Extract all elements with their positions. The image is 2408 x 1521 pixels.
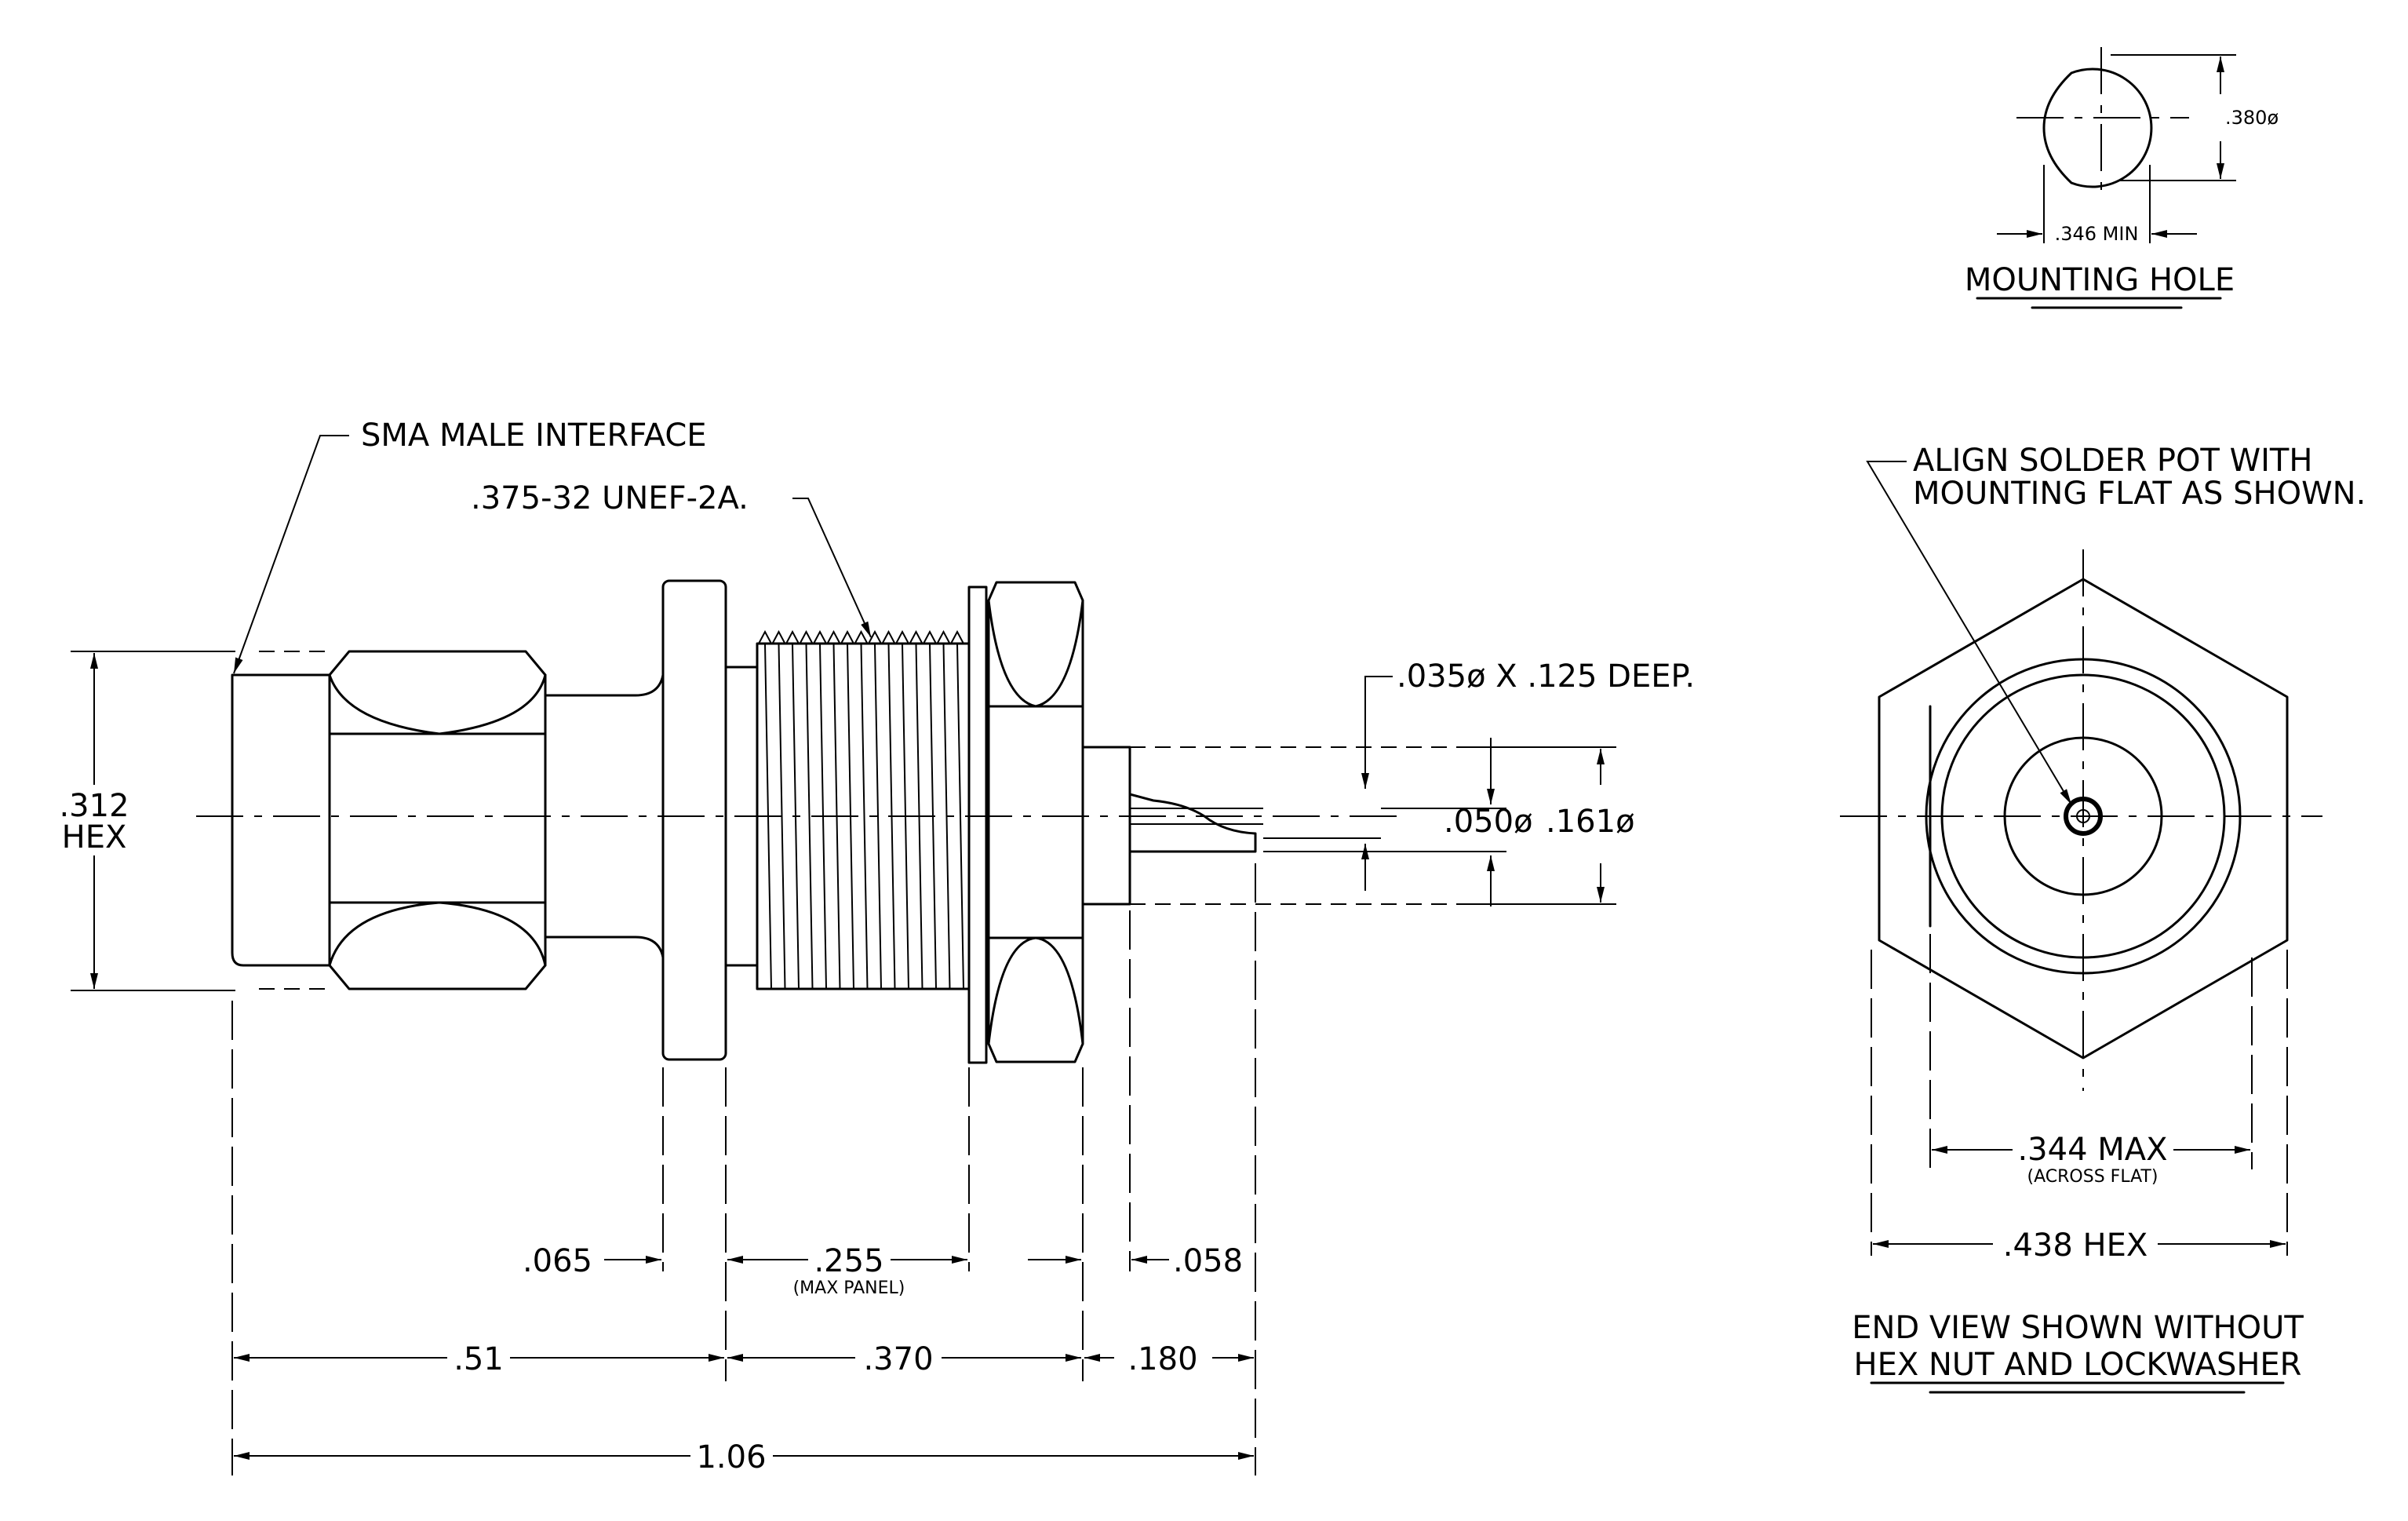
- thread-crest: [854, 629, 869, 644]
- thread-line: [819, 643, 827, 990]
- dia-161-label: .161ø: [1546, 804, 1635, 840]
- thread-line: [792, 643, 800, 990]
- hex-312-unit: HEX: [62, 819, 127, 855]
- hex-312-label: .312: [59, 788, 129, 824]
- dia-050-label: .050ø: [1444, 804, 1533, 840]
- thread-line: [832, 643, 841, 990]
- thread-crest: [909, 629, 923, 644]
- end-view-title-line2: HEX NUT AND LOCKWASHER: [1854, 1347, 2302, 1383]
- thread-line: [929, 643, 937, 990]
- thread-crest: [826, 629, 841, 644]
- thread-line: [915, 643, 923, 990]
- thread-line: [860, 643, 869, 990]
- hole-346-label: .346 MIN: [2055, 223, 2139, 245]
- dim-106-label: 1.06: [696, 1439, 766, 1475]
- thread-line: [805, 643, 814, 990]
- align-label-line2: MOUNTING FLAT AS SHOWN.: [1913, 476, 2366, 512]
- thread-line: [778, 643, 786, 990]
- thread-line: [874, 643, 882, 990]
- thread-line: [764, 643, 772, 990]
- thread-crest: [771, 629, 786, 644]
- thread-label: .375-32 UNEF-2A.: [471, 480, 749, 516]
- thread-line: [847, 643, 854, 990]
- max-panel-label: (MAX PANEL): [793, 1278, 905, 1298]
- dim-51-label: .51: [454, 1341, 504, 1377]
- sma-interface-label: SMA MALE INTERFACE: [361, 418, 707, 454]
- side-view: .312 HEX SMA MALE INTERFACE .375-32 UNEF…: [59, 418, 1695, 1475]
- dim-058-label: .058: [1173, 1243, 1243, 1279]
- thread-crest: [895, 629, 909, 644]
- thread-lines: [758, 629, 964, 990]
- thread-crest: [799, 629, 814, 644]
- across-flat-label: (ACROSS FLAT): [2027, 1167, 2158, 1187]
- thread-crest: [923, 629, 937, 644]
- hole-depth-label: .035ø X .125 DEEP.: [1397, 658, 1695, 695]
- end-view: ALIGN SOLDER POT WITH MOUNTING FLAT AS S…: [1840, 443, 2366, 1394]
- thread-crest: [785, 629, 800, 644]
- dim-180-label: .180: [1127, 1341, 1197, 1377]
- dim-065-label: .065: [523, 1243, 592, 1279]
- thread-crest: [950, 629, 964, 644]
- align-label-line1: ALIGN SOLDER POT WITH: [1913, 443, 2312, 479]
- end-view-title-line1: END VIEW SHOWN WITHOUT: [1852, 1310, 2304, 1346]
- thread-line: [956, 643, 964, 990]
- thread-crest: [868, 629, 882, 644]
- thread-line: [902, 643, 909, 990]
- dim-255-label: .255: [814, 1243, 883, 1279]
- thread-crest: [758, 629, 772, 644]
- mounting-hole-title: MOUNTING HOLE: [1965, 262, 2235, 298]
- thread-line: [887, 643, 896, 990]
- thread-crest: [936, 629, 951, 644]
- dim-438-label: .438 HEX: [2003, 1227, 2148, 1264]
- thread-line: [942, 643, 951, 990]
- thread-crest: [881, 629, 896, 644]
- dim-370-label: .370: [863, 1341, 933, 1377]
- dim-344-label: .344 MAX: [2017, 1132, 2167, 1168]
- hole-380-label: .380ø: [2225, 107, 2279, 129]
- thread-crest: [840, 629, 854, 644]
- mounting-hole-view: .380ø .346 MIN MOUNTING HOLE: [1965, 47, 2279, 309]
- thread-crest: [813, 629, 827, 644]
